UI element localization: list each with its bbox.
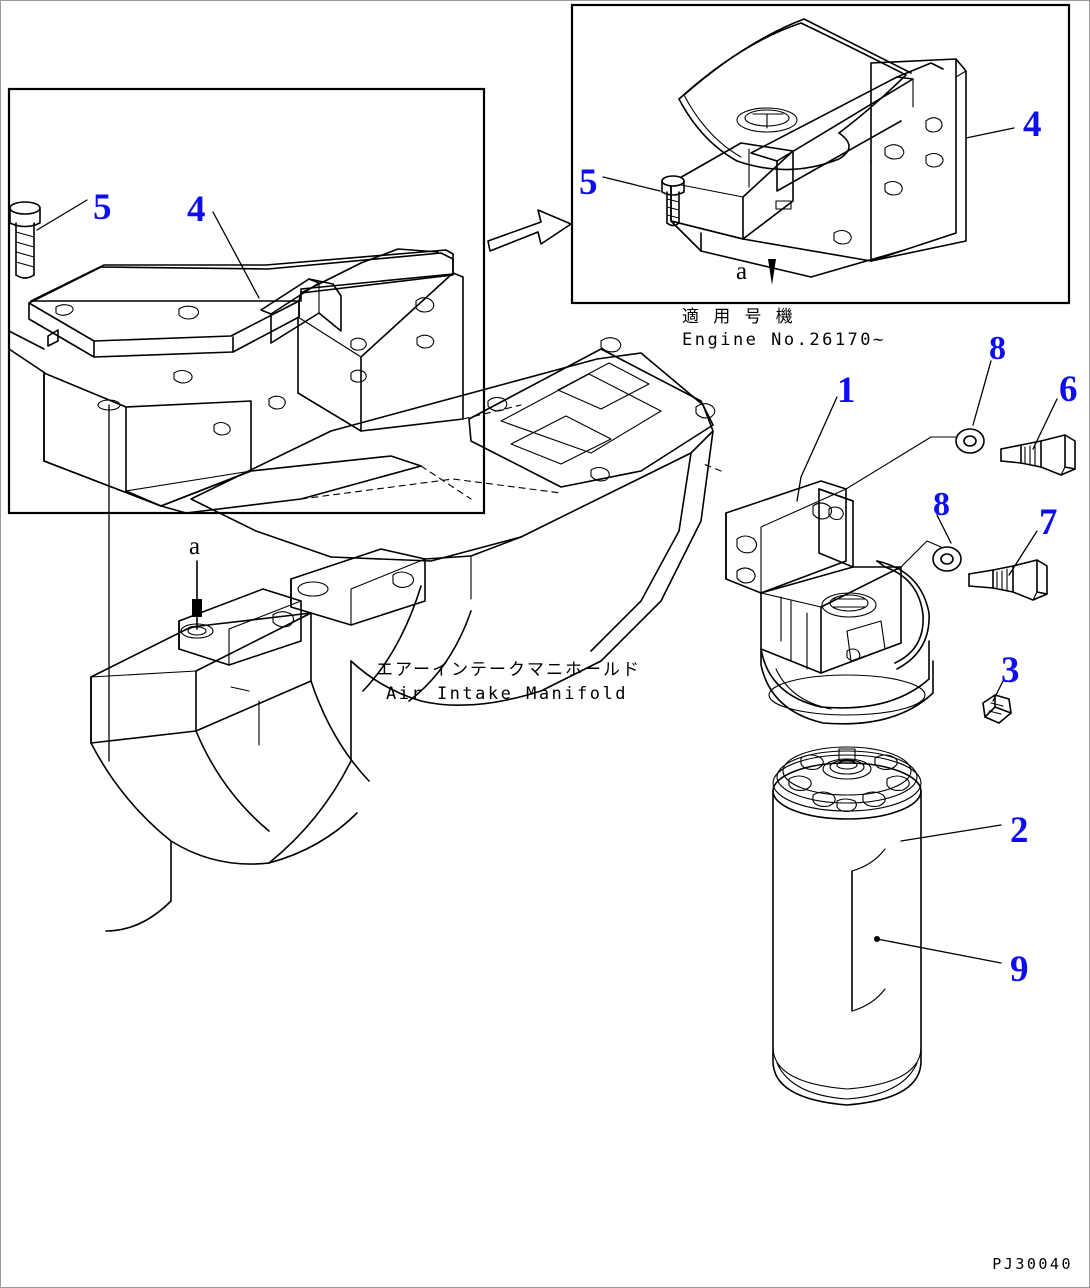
explode-arrow-icon	[487, 209, 572, 252]
bolt-part6	[1000, 434, 1076, 476]
inset-left-bracket-part4	[8, 248, 464, 514]
section-marker-a-inset	[768, 259, 776, 285]
callout-5-inset: 5	[579, 162, 598, 203]
washer-upper-part8	[955, 428, 985, 454]
leader-2	[900, 824, 1002, 842]
drain-plug-part3	[982, 694, 1012, 724]
leader-6	[1032, 398, 1058, 450]
callout-4-left: 4	[187, 189, 206, 230]
callout-1-filter-head: 1	[837, 370, 856, 411]
callout-2-oil-filter: 2	[1010, 810, 1029, 851]
leader-3	[992, 680, 1004, 702]
alignment-line-c	[462, 404, 522, 420]
inset-right-bracket-part4	[670, 18, 967, 278]
top-right-inset-frame	[570, 3, 1071, 305]
leader-7	[1008, 530, 1038, 576]
washer-lower-part8	[932, 546, 962, 572]
callout-5-left: 5	[93, 187, 112, 228]
air-intake-manifold	[90, 337, 716, 932]
section-marker-a-main-label: a	[189, 533, 201, 560]
leader-5-inset	[602, 176, 661, 192]
callout-8-lower-washer: 8	[933, 486, 950, 523]
manifold-caption-jp: エアーインテークマニホールド	[376, 660, 641, 680]
alignment-line-a	[300, 478, 562, 500]
section-marker-a-inset-label: a	[736, 258, 748, 285]
callout-6-bolt: 6	[1059, 369, 1078, 410]
oil-filter-cartridge-part2	[772, 746, 922, 1106]
applicable-machine-caption-en: Engine No.26170~	[682, 330, 886, 350]
page-code: PJ30040	[992, 1255, 1073, 1273]
callout-3-drain-plug: 3	[1001, 650, 1020, 691]
leader-8-upper	[972, 360, 992, 426]
leader-5-left	[36, 199, 88, 231]
left-inset-frame	[7, 87, 486, 515]
leader-4-left	[212, 211, 260, 299]
leader-8-lower	[936, 514, 952, 544]
leader-1	[800, 396, 838, 478]
section-marker-a-main	[192, 560, 202, 630]
bolt-part7	[968, 559, 1048, 601]
applicable-machine-caption-jp: 適 用 号 機	[682, 307, 795, 327]
callout-9-filter-element: 9	[1010, 949, 1029, 990]
manifold-caption-en: Air Intake Manifold	[386, 684, 628, 704]
alignment-line-d	[700, 462, 722, 472]
inset-right-bolt-part5	[661, 175, 685, 227]
oil-filter-head-part1	[725, 480, 934, 725]
callout-8-upper-washer: 8	[989, 330, 1006, 367]
leader-4-inset	[965, 127, 1015, 139]
callout-7-bolt: 7	[1039, 502, 1058, 543]
inset-left-bolt-part5	[9, 201, 41, 279]
callout-4-inset: 4	[1023, 104, 1042, 145]
leader-9	[876, 938, 1002, 964]
alignment-line-b	[420, 465, 472, 500]
